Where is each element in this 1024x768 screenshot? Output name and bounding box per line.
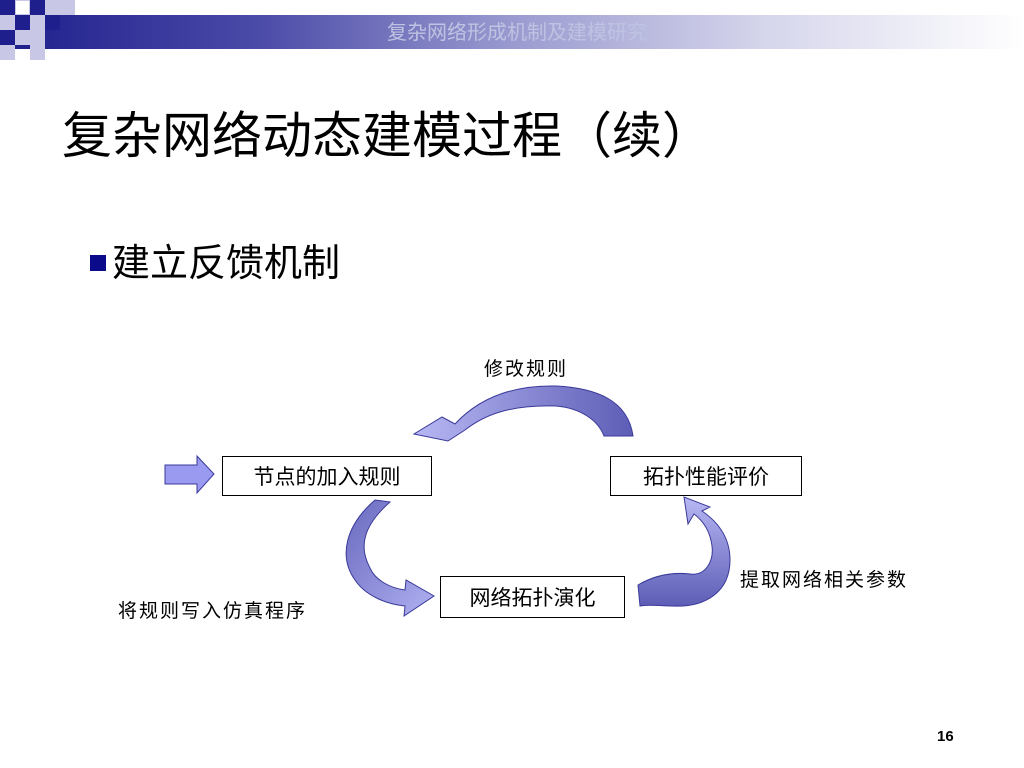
topology-evaluation-box: 拓扑性能评价 bbox=[610, 456, 802, 496]
node-join-rules-box: 节点的加入规则 bbox=[222, 456, 432, 496]
page-number: 16 bbox=[937, 728, 954, 745]
extract-params-label: 提取网络相关参数 bbox=[740, 569, 909, 591]
bullet-item: 建立反馈机制 bbox=[90, 232, 340, 287]
network-evolution-box: 网络拓扑演化 bbox=[440, 576, 625, 618]
write-rules-arrow bbox=[345, 499, 435, 618]
extract-params-arrow bbox=[637, 496, 731, 607]
input-arrow bbox=[164, 454, 215, 495]
write-rules-label: 将规则写入仿真程序 bbox=[118, 600, 308, 622]
modify-rules-label: 修改规则 bbox=[484, 358, 569, 380]
header-title: 复杂网络形成机制及建模研究 bbox=[387, 20, 647, 44]
slide-title: 复杂网络动态建模过程（续） bbox=[62, 107, 712, 165]
header-bar: 复杂网络形成机制及建模研究 bbox=[0, 15, 1024, 49]
bullet-square-icon bbox=[90, 254, 106, 271]
bullet-text: 建立反馈机制 bbox=[112, 241, 341, 285]
modify-rules-arrow bbox=[412, 385, 634, 442]
